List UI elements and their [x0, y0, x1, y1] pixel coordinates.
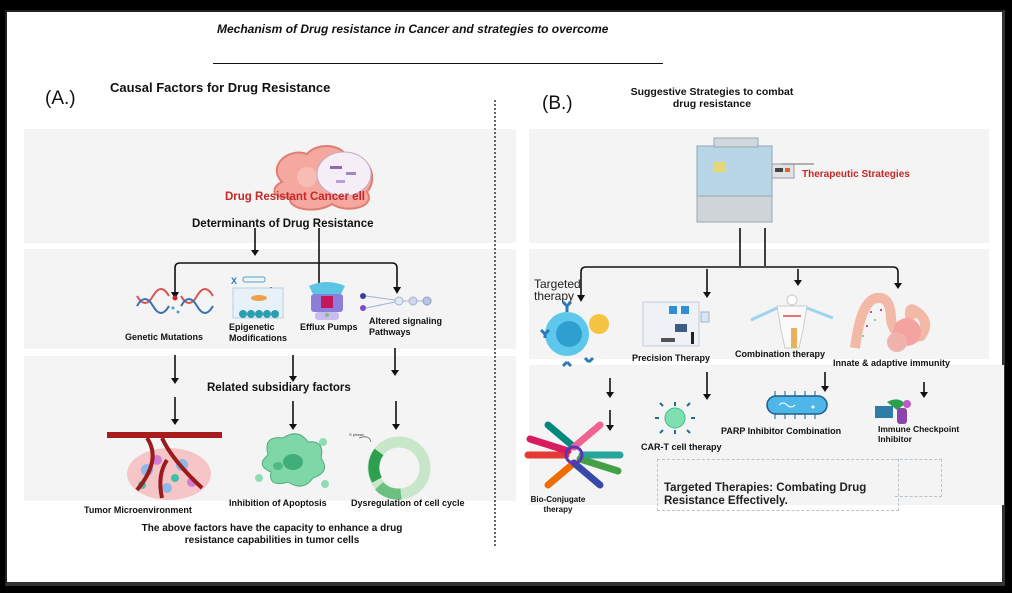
factor-label-epigenetic: Epigenetic Modifications [229, 322, 287, 343]
panel-a-label: (A.) [45, 88, 76, 109]
strategy-label-combination: Combination therapy [735, 349, 826, 359]
panel-a-footer: The above factors have the capacity to e… [122, 523, 422, 547]
strategy-label-targeted: Targeted therapy [534, 277, 581, 303]
title-underline [213, 63, 663, 64]
car-t-cell-icon [655, 402, 695, 434]
epigenetic-icon: X [231, 276, 284, 319]
figure-title: Mechanism of Drug resistance in Cancer a… [217, 22, 609, 36]
panel-a-connectors [171, 228, 401, 430]
therapeutic-strategies-label: Therapeutic Strategies [802, 169, 910, 180]
apoptosis-cell-icon [255, 433, 329, 488]
summary-text: Targeted Therapies: Combating Drug Resis… [664, 482, 866, 508]
efflux-pump-icon [309, 282, 345, 320]
cell-cycle-icon: S phase [349, 432, 431, 500]
human-body-icon [750, 294, 834, 349]
dna-mutation-icon [136, 288, 214, 314]
summary-box-tab [895, 459, 942, 497]
substrategy-label-bioconjugate: Bio-Conjugate therapy [530, 495, 586, 514]
panel-a-heading: Causal Factors for Drug Resistance [110, 80, 331, 95]
strategy-label-precision: Precision Therapy [632, 353, 711, 363]
panel-divider [494, 100, 496, 546]
strategy-label-immunity: Innate & adaptive immunity [833, 358, 951, 368]
factor-label-signaling: Altered signaling Pathways [369, 316, 443, 337]
bacterium-icon [766, 391, 828, 419]
panel-b-heading: Suggestive Strategies to combat drug res… [617, 86, 807, 110]
svg-text:S phase: S phase [349, 432, 364, 437]
panel-a-footer-line1: The above factors have the capacity to e… [141, 523, 403, 534]
lab-equipment-icon [642, 301, 710, 347]
svg-text:X: X [231, 276, 237, 286]
checkpoint-inhibitor-icon [875, 399, 911, 424]
signaling-pathway-icon [360, 293, 432, 311]
subsidiary-heading: Related subsidiary factors [207, 382, 351, 394]
cancer-cell-icon [273, 145, 374, 211]
figure-frame: Mechanism of Drug resistance in Cancer a… [5, 10, 1005, 586]
determinants-heading: Determinants of Drug Resistance [192, 218, 374, 230]
immune-tissue-icon [850, 292, 931, 352]
subsidiary-label-cell-cycle: Dysregulation of cell cycle [351, 498, 465, 508]
panel-b-connectors [577, 228, 928, 431]
panel-b-heading-line2: drug resistance [672, 98, 752, 110]
substrategy-label-checkpoint: Immune Checkpoint Inhibitor [878, 424, 960, 444]
subsidiary-label-tumor: Tumor Microenvironment [84, 505, 192, 515]
bioconjugate-icon [524, 421, 624, 489]
subsidiary-label-apoptosis: Inhibition of Apoptosis [229, 498, 327, 508]
summary-line2: Resistance Effectively. [664, 495, 788, 507]
factor-label-efflux-pumps: Efflux Pumps [300, 322, 358, 332]
substrategy-label-car-t: CAR-T cell therapy [641, 442, 722, 452]
panel-b-heading-line1: Suggestive Strategies to combat [630, 86, 794, 98]
panel-a-subsidiary-band [24, 356, 516, 501]
cancer-cell-label: Drug Resistant Cancer ell [225, 191, 365, 203]
substrategy-label-parp: PARP Inhibitor Combination [721, 426, 842, 436]
summary-box [657, 459, 899, 511]
capsule-machine-icon [696, 137, 814, 223]
panel-b-substrategies-band [529, 365, 1004, 505]
panel-a-cell-band [24, 129, 516, 243]
antibody-cell-icon [539, 300, 609, 368]
tumor-microenvironment-icon [107, 432, 222, 500]
panel-b-label: (B.) [542, 93, 573, 114]
panel-a-footer-line2: resistance capabilities in tumor cells [184, 535, 360, 546]
factor-label-genetic-mutations: Genetic Mutations [125, 332, 204, 342]
summary-line1: Targeted Therapies: Combating Drug [664, 482, 867, 494]
